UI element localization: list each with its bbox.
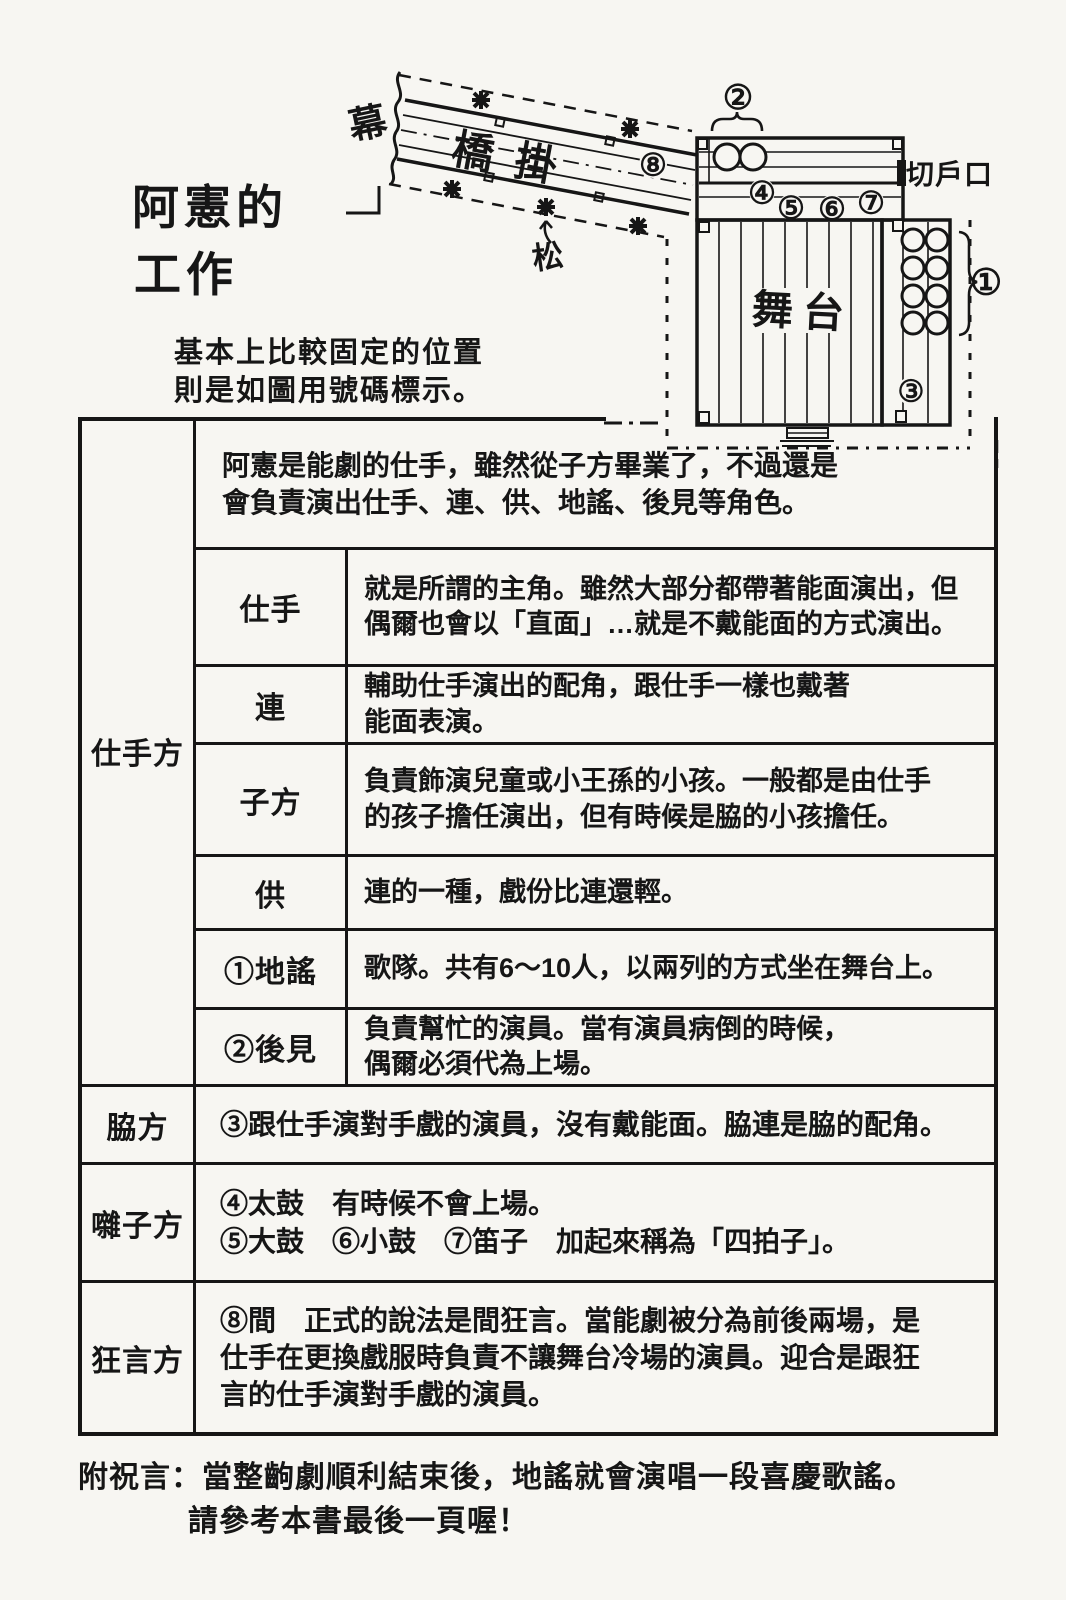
noh-stage-diagram: 幕 橋掛 松 xyxy=(344,71,1002,468)
stage-label-backing xyxy=(748,288,840,333)
role-cell: 連 xyxy=(196,667,348,742)
table-row-jiutai: ①地謠 歌隊。共有6～10人，以兩列的方式坐在舞台上。 xyxy=(196,928,994,1007)
subtitle-line2: 則是如圖用號碼標示。 xyxy=(174,375,485,407)
main-stage xyxy=(695,218,884,427)
marker4-backing xyxy=(749,179,775,205)
group-header-kyogenkata: 狂言方 xyxy=(82,1283,196,1432)
group-wakikata: 脇方 ③跟仕手演對手戲的演員，沒有戴能面。脇連是脇的配角。 xyxy=(82,1084,994,1162)
marker-5: ⑤ xyxy=(777,191,805,226)
desc-cell-hayashikata: ④太鼓 有時候不會上場。 ⑤大鼓 ⑥小鼓 ⑦笛子 加起來稱為「四拍子」。 xyxy=(220,1188,851,1257)
curtain xyxy=(346,71,403,215)
stage-label: 舞台 xyxy=(751,286,855,337)
marker-3: ③ xyxy=(898,376,925,409)
marker-2: ② xyxy=(723,79,753,117)
desc-cell: 負責飾演兒童或小王孫的小孩。一般都是由仕手 的孩子擔任演出，但有時候是脇的小孩擔… xyxy=(364,766,931,832)
desc-cell-wakikata: ③跟仕手演對手戲的演員，沒有戴能面。脇連是脇的配角。 xyxy=(220,1108,949,1140)
role-cell: 供 xyxy=(196,857,348,928)
desc-cell: 歌隊。共有6～10人，以兩列的方式坐在舞台上。 xyxy=(364,953,950,984)
table-row-shite: 仕手 就是所謂的主角。雖然大部分都帶著能面演出，但 偶爾也會以「直面」…就是不戴… xyxy=(196,547,994,664)
subtitle-line1: 基本上比較固定的位置 xyxy=(174,337,485,369)
table-top-border xyxy=(78,417,606,421)
pine-rows-dashed xyxy=(388,73,693,239)
desc-cell: 就是所謂的主角。雖然大部分都帶著能面演出，但 偶爾也會以「直面」…就是不戴能面的… xyxy=(364,573,958,639)
curtain-label: 幕 xyxy=(344,100,392,149)
intro-cell: 阿憲是能劇的仕手，雖然從子方畢業了，不過還是 會負責演出仕手、連、供、地謠、後見… xyxy=(222,450,839,518)
marker3-backing xyxy=(897,377,925,405)
group-body-shitekata: 阿憲是能劇的仕手，雖然從子方畢業了，不過還是 會負責演出仕手、連、供、地謠、後見… xyxy=(196,417,994,1084)
pine-label: 松 xyxy=(530,238,566,277)
footnote-line2: 請參考本書最後一頁喔！ xyxy=(188,1505,529,1538)
marker2-brace xyxy=(710,111,764,132)
side-door-label: 切戶口 xyxy=(906,159,993,190)
marker6-backing xyxy=(819,195,845,221)
desc-cell: 輔助仕手演出的配角，跟仕手一樣也戴著 能面表演。 xyxy=(364,671,850,737)
group-header-shitekata: 仕手方 xyxy=(82,417,196,1084)
marker-1: ① xyxy=(970,262,1002,303)
marker-6: ⑥ xyxy=(818,192,846,227)
chorus-strip xyxy=(880,218,952,427)
marker7-backing xyxy=(858,189,884,215)
pine-trees xyxy=(441,89,649,237)
table-row-kokata: 子方 負責飾演兒童或小王孫的小孩。一般都是由仕手 的孩子擔任演出，但有時候是脇的… xyxy=(196,742,994,854)
desc-cell: 連的一種，戲份比連還輕。 xyxy=(364,876,688,907)
group-hayashikata: 囃子方 ④太鼓 有時候不會上場。 ⑤大鼓 ⑥小鼓 ⑦笛子 加起來稱為「四拍子」。 xyxy=(82,1162,994,1280)
role-cell: ①地謠 xyxy=(196,931,348,1007)
role-cell: 仕手 xyxy=(196,550,348,664)
desc-cell-kyogenkata: ⑧間 正式的說法是間狂言。當能劇被分為前後兩場，是 仕手在更換戲服時負責不讓舞台… xyxy=(220,1304,921,1411)
table-row-koken: ②後見 負責幫忙的演員。當有演員病倒的時候， 偶爾必須代為上場。 xyxy=(196,1007,994,1084)
roles-table: 仕手方 阿憲是能劇的仕手，雖然從子方畢業了，不過還是 會負責演出仕手、連、供、地… xyxy=(78,417,998,1436)
role-cell: ②後見 xyxy=(196,1010,348,1084)
back-stage xyxy=(695,136,906,222)
group-header-wakikata: 脇方 xyxy=(82,1087,196,1162)
group-shitekata: 仕手方 阿憲是能劇的仕手，雖然從子方畢業了，不過還是 會負責演出仕手、連、供、地… xyxy=(82,417,994,1084)
marker-4: ④ xyxy=(748,176,776,211)
desc-cell: 負責幫忙的演員。當有演員病倒的時候， 偶爾必須代為上場。 xyxy=(364,1013,850,1079)
marker-7: ⑦ xyxy=(857,186,885,221)
table-row-tsure: 連 輔助仕手演出的配角，跟仕手一樣也戴著 能面表演。 xyxy=(196,664,994,742)
marker8-backing xyxy=(639,150,667,178)
bridge-label: 橋掛 xyxy=(448,125,582,195)
bridge xyxy=(396,98,698,216)
pine-arrow xyxy=(539,220,553,244)
marker1-brace xyxy=(958,230,978,337)
footnote-line1: 附祝言：當整齣劇順利結束後，地謠就會演唱一段喜慶歌謠。 xyxy=(78,1461,915,1494)
page-title-line2: 工作 xyxy=(134,248,238,301)
marker5-backing xyxy=(778,194,804,220)
group-kyogenkata: 狂言方 ⑧間 正式的說法是間狂言。當能劇被分為前後兩場，是 仕手在更換戲服時負責… xyxy=(82,1280,994,1432)
table-row-tomo: 供 連的一種，戲份比連還輕。 xyxy=(196,854,994,928)
role-cell: 子方 xyxy=(196,745,348,854)
page-title-line1: 阿憲的 xyxy=(132,181,288,234)
group-header-hayashikata: 囃子方 xyxy=(82,1165,196,1280)
marker-8: ⑧ xyxy=(639,148,667,183)
